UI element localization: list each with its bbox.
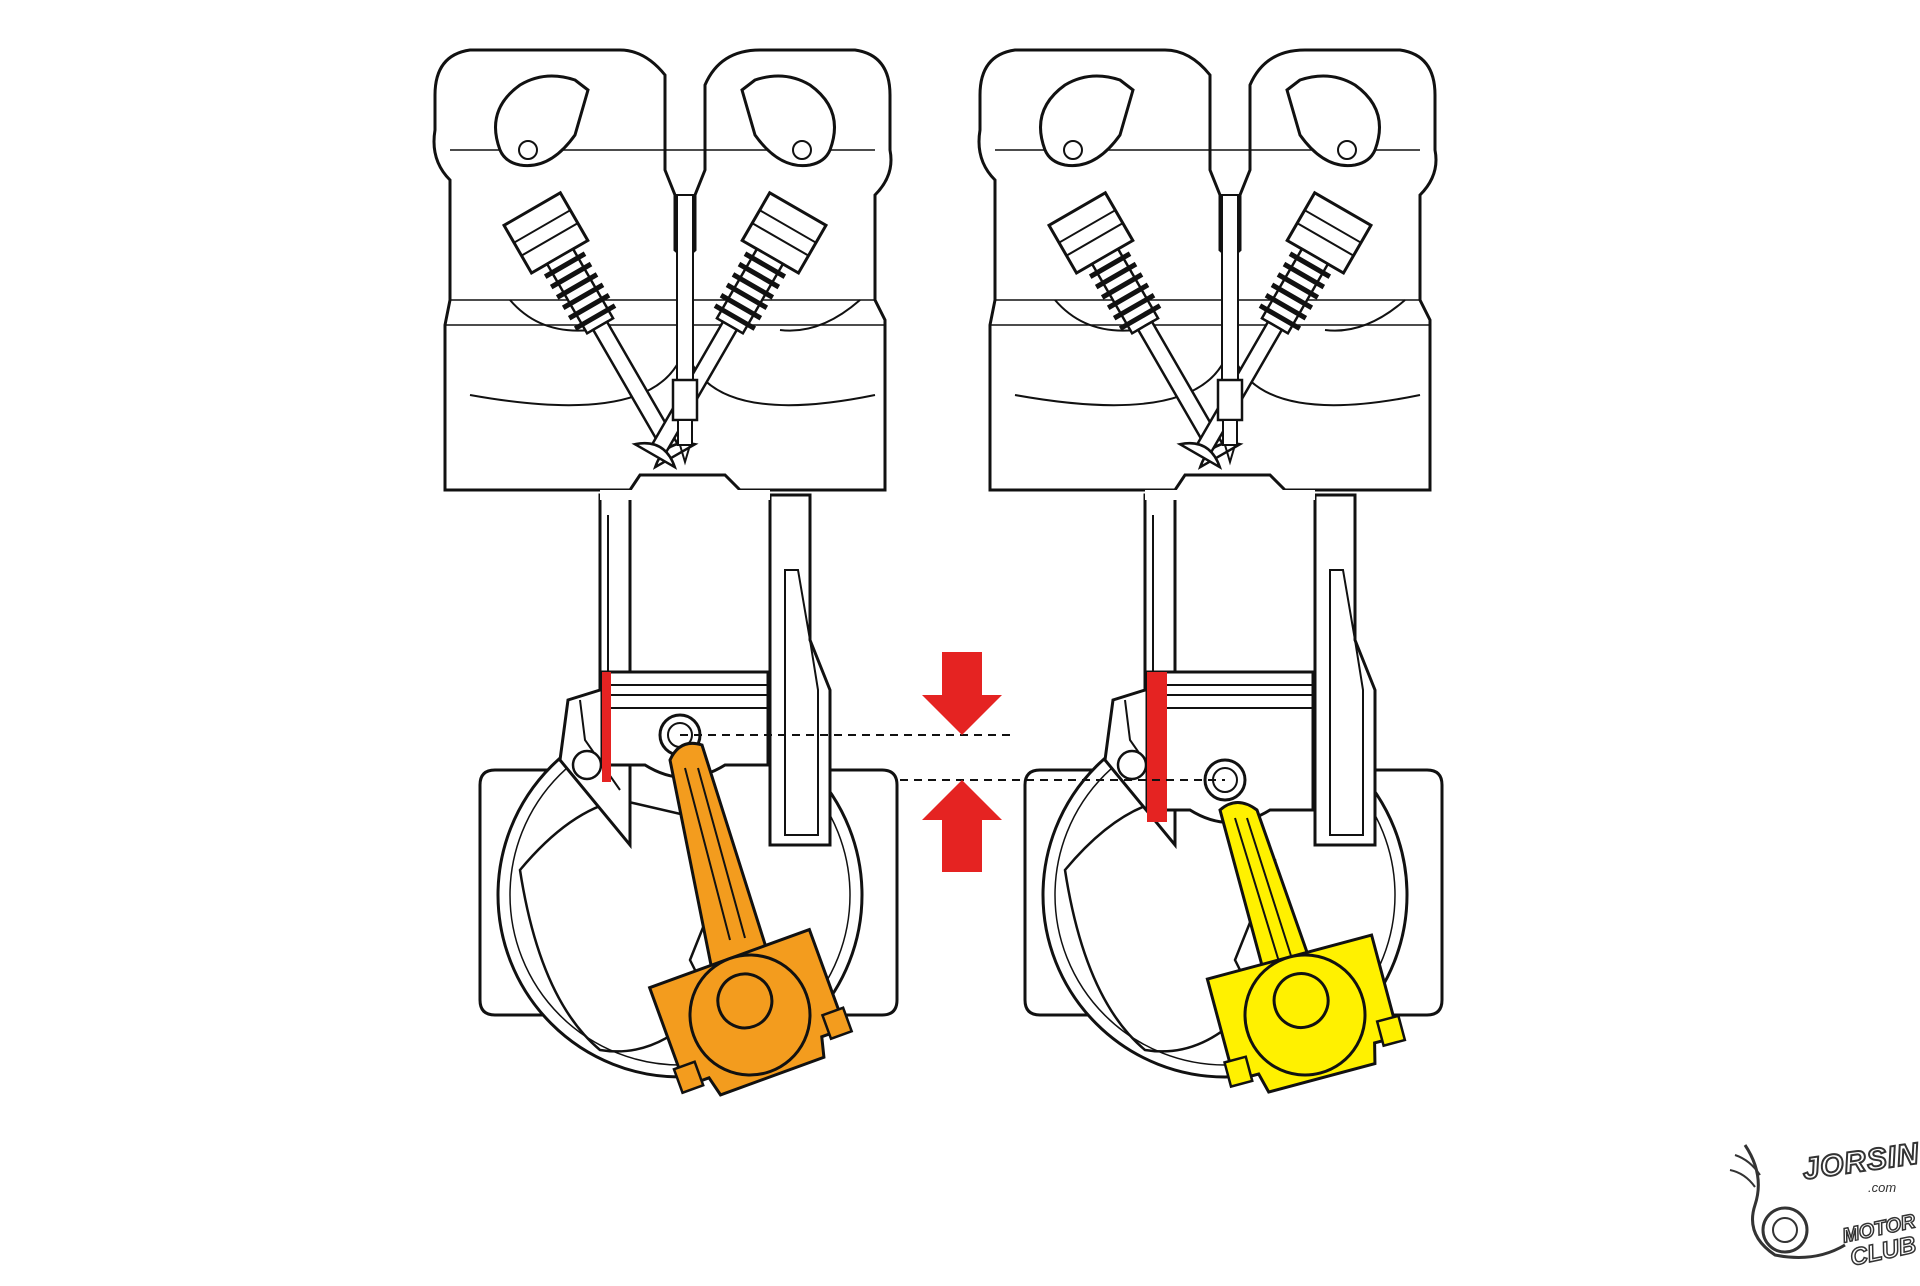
right-cylinder <box>979 50 1442 1094</box>
arrow-up-icon <box>922 780 1002 872</box>
left-piston-highlight <box>602 672 611 782</box>
watermark-suffix: .com <box>1868 1180 1897 1195</box>
left-cylinder <box>434 50 897 1097</box>
watermark-logo-icon <box>1729 1144 1846 1259</box>
arrow-down-icon <box>922 652 1002 735</box>
right-conrod <box>1218 801 1317 998</box>
right-piston-highlight <box>1147 672 1167 822</box>
